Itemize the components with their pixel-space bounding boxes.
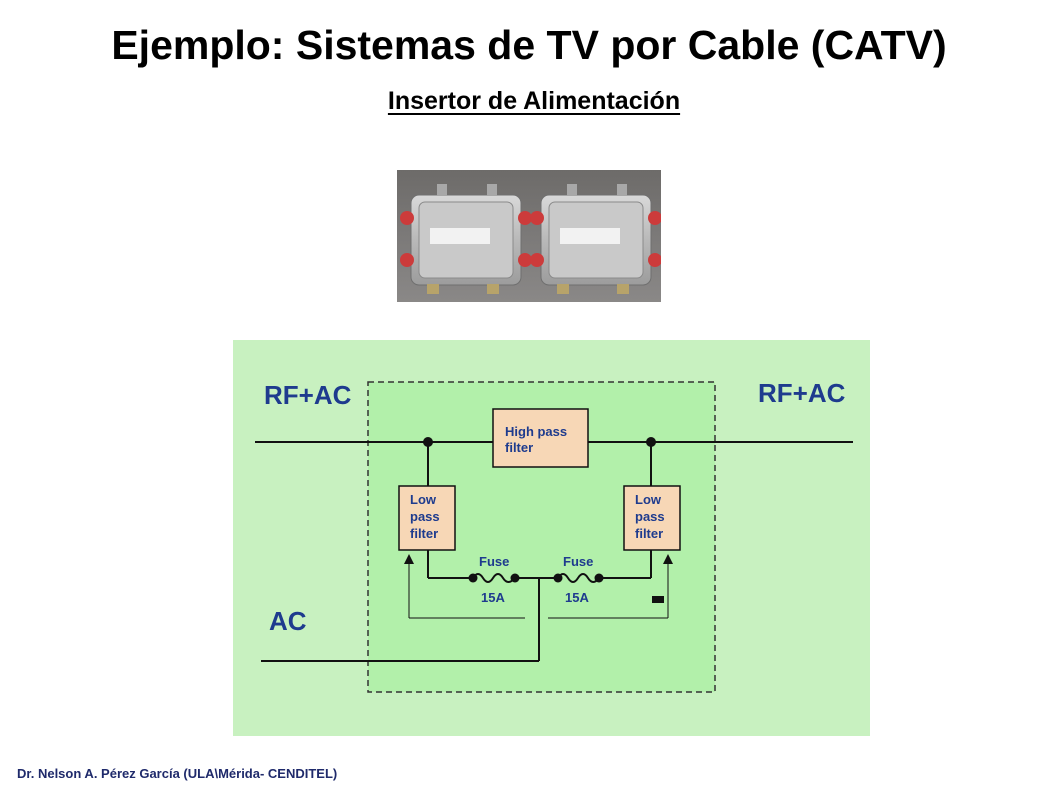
small-terminal-block (652, 596, 664, 603)
slide-title: Ejemplo: Sistemas de TV por Cable (CATV) (111, 22, 947, 68)
slide-footer: Dr. Nelson A. Pérez García (ULA\Mérida- … (17, 766, 338, 781)
low-pass-left-line1: Low (410, 492, 437, 507)
power-inserter-photo-illustration (400, 184, 661, 294)
arrow-right-icon (663, 554, 673, 564)
low-pass-left-line2: pass (410, 509, 440, 524)
low-pass-right-line1: Low (635, 492, 662, 507)
low-pass-right-line2: pass (635, 509, 665, 524)
rf-ac-left-label: RF+AC (264, 380, 352, 410)
power-inserter-diagram: High pass filter Low pass filter Low pas… (233, 340, 870, 736)
high-pass-filter-box (492, 408, 589, 468)
junction-dots (423, 437, 656, 583)
wiring (255, 441, 853, 662)
power-inserter-photo (397, 170, 661, 302)
arrow-left-icon (404, 554, 414, 564)
low-pass-filter-left-box (398, 485, 456, 551)
slide-subtitle: Insertor de Alimentación (387, 87, 681, 115)
fuse-left-rating: 15A (481, 590, 505, 605)
fuse-right-label: Fuse (563, 554, 593, 569)
low-pass-right-line3: filter (635, 526, 663, 541)
high-pass-label-line1: High pass (505, 424, 567, 439)
low-pass-filter-right-box (623, 485, 681, 551)
fuse-left-label: Fuse (479, 554, 509, 569)
power-inserter-unit-right (530, 184, 661, 294)
ac-label: AC (269, 606, 307, 636)
high-pass-label-line2: filter (505, 440, 533, 455)
power-inserter-unit-left (400, 184, 532, 294)
fuse-right-rating: 15A (565, 590, 589, 605)
rf-ac-right-label: RF+AC (758, 378, 846, 408)
low-pass-left-line3: filter (410, 526, 438, 541)
